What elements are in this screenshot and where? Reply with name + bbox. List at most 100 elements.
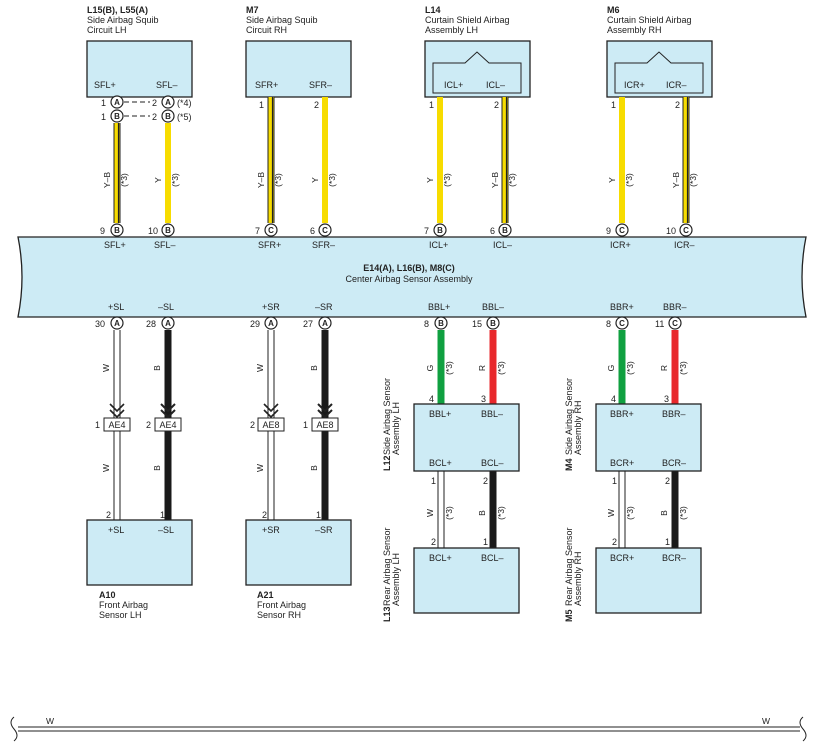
pin-number: 11 xyxy=(655,319,664,329)
component-code: A21 xyxy=(257,590,274,600)
connector-circle xyxy=(615,223,629,237)
title-m4: M4 Side Airbag Sensor Assembly RH xyxy=(564,378,583,471)
connector-letter: A xyxy=(165,319,171,328)
wire-color-label: B xyxy=(152,365,162,371)
connector-letter: B xyxy=(502,226,508,235)
connector-letter: B xyxy=(114,112,120,121)
connector-letter: C xyxy=(268,226,274,235)
connector-letter: B xyxy=(165,226,171,235)
component-box-a21 xyxy=(245,519,352,586)
terminal-label: +SL xyxy=(108,525,124,535)
note-label: (*5) xyxy=(177,112,192,122)
component-name: Center Airbag Sensor Assembly xyxy=(345,274,473,284)
note-label: (*3) xyxy=(496,506,506,520)
pin-number: 9 xyxy=(100,226,105,236)
terminal-label: BCL+ xyxy=(429,553,452,563)
note-label: (*3) xyxy=(496,361,506,375)
pin-number: 2 xyxy=(152,98,157,108)
component-code: L14 xyxy=(425,5,441,15)
component-name: Curtain Shield Airbag xyxy=(607,15,692,25)
connector-letter: C xyxy=(683,226,689,235)
pin-number: 2 xyxy=(431,537,436,547)
component-name: Assembly RH xyxy=(607,25,662,35)
connector-circle xyxy=(318,316,332,330)
component-box-m7 xyxy=(245,40,352,98)
connector-circle xyxy=(679,223,693,237)
terminal-label: ICL+ xyxy=(444,80,463,90)
title-m6: M6 Curtain Shield Airbag Assembly RH xyxy=(607,5,692,35)
connector-circle xyxy=(498,223,512,237)
connector-letter: C xyxy=(322,226,328,235)
connector-letter: A xyxy=(268,319,274,328)
component-name: Side Airbag Squib xyxy=(87,15,159,25)
terminal-label: +SR xyxy=(262,302,280,312)
component-name: Assembly RH xyxy=(573,400,583,455)
pin-number: 2 xyxy=(483,476,488,486)
pin-number: 15 xyxy=(472,319,482,329)
connector-circle xyxy=(264,223,278,237)
connector-letter: A xyxy=(114,319,120,328)
connector-circle xyxy=(434,316,448,330)
terminal-label: SFR– xyxy=(309,80,332,90)
terminal-label: BCL– xyxy=(481,553,504,563)
note-label: (*4) xyxy=(177,98,192,108)
note-label: (*3) xyxy=(170,173,180,187)
connector-letter: A xyxy=(114,98,120,107)
wire-color-label: Y–B xyxy=(490,172,500,188)
break-symbol-left xyxy=(10,716,18,742)
wire-color-label: B xyxy=(152,465,162,471)
component-name: Assembly RH xyxy=(573,551,583,606)
note-label: (*3) xyxy=(625,506,635,520)
pin-number: 1 xyxy=(612,476,617,486)
wire-sfl-plus xyxy=(113,123,121,223)
terminal-label: BCR+ xyxy=(610,458,634,468)
terminal-label: BCL+ xyxy=(429,458,452,468)
pin-number: 1 xyxy=(611,100,616,110)
wire-sfr-plus xyxy=(267,97,275,223)
title-m7: M7 Side Airbag Squib Circuit RH xyxy=(246,5,318,35)
component-name: Circuit RH xyxy=(246,25,287,35)
component-name: Side Airbag Sensor xyxy=(564,378,574,455)
wire-color-label: W xyxy=(606,509,616,517)
component-code: E14(A), L16(B), M8(C) xyxy=(363,263,455,273)
terminal-label: BBR– xyxy=(662,409,686,419)
connector-letter: B xyxy=(490,319,496,328)
wire-color-label: Y xyxy=(607,177,617,183)
terminal-label: BCR– xyxy=(662,458,686,468)
component-name: Circuit LH xyxy=(87,25,127,35)
pin-number: 1 xyxy=(160,510,165,520)
terminal-label: BBL– xyxy=(482,302,504,312)
pin-number: 7 xyxy=(424,226,429,236)
pin-number: 8 xyxy=(606,319,611,329)
wire-color-label: Y–B xyxy=(671,172,681,188)
pin-number: 4 xyxy=(611,394,616,404)
note-label: (*3) xyxy=(327,173,337,187)
component-code: L15(B), L55(A) xyxy=(87,5,148,15)
center-top-connectors: 9 B 10 B 7 C 6 C 7 B 6 B 9 C 10 C xyxy=(100,223,693,237)
break-symbol-right xyxy=(799,716,807,742)
wire-color-label: W xyxy=(101,464,111,472)
connector-circle xyxy=(486,316,500,330)
pin-number: 2 xyxy=(665,476,670,486)
wire-icl-minus xyxy=(501,97,509,223)
wire-color-label: W xyxy=(255,364,265,372)
junction-ae4-plus: 1 AE4 xyxy=(95,403,131,432)
pin-number: 1 xyxy=(259,100,264,110)
junction-ae4-minus: 2 AE4 xyxy=(146,403,182,432)
wire-color-label: B xyxy=(659,510,669,516)
wire-color-label: Y xyxy=(153,177,163,183)
terminal-label: SFL+ xyxy=(94,80,116,90)
title-l14: L14 Curtain Shield Airbag Assembly LH xyxy=(425,5,510,35)
pin-number: 2 xyxy=(314,100,319,110)
pin-number: 6 xyxy=(310,226,315,236)
pin-number: 9 xyxy=(606,226,611,236)
component-name: Rear Airbag Sensor xyxy=(382,527,392,606)
terminal-label: ICR+ xyxy=(624,80,645,90)
pin-number: 10 xyxy=(666,226,676,236)
connector-circle xyxy=(161,109,175,123)
connector-circle xyxy=(318,223,332,237)
pin-number: 2 xyxy=(494,100,499,110)
terminal-label: BCL– xyxy=(481,458,504,468)
title-l15: L15(B), L55(A) Side Airbag Squib Circuit… xyxy=(87,5,159,35)
